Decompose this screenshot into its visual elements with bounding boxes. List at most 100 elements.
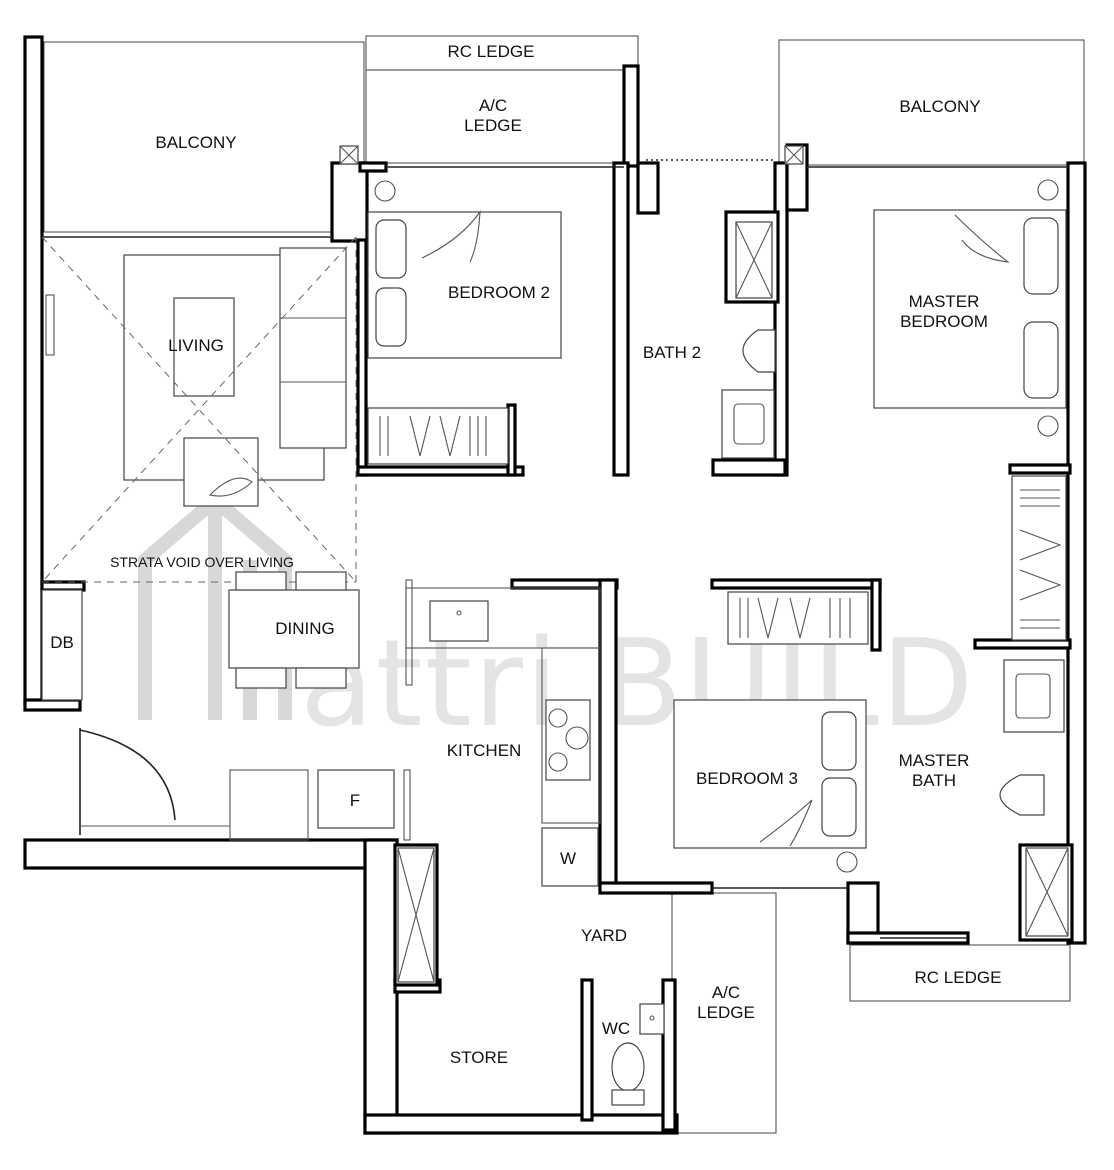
fan-coil-icon: [374, 180, 396, 202]
entrance-door-swing: [79, 729, 176, 821]
label-ac-ledge-bottom-2: LEDGE: [697, 1003, 755, 1022]
db-box: [41, 589, 83, 701]
sink-drain-icon: [649, 1015, 655, 1021]
wall-bed2-north: [358, 161, 388, 173]
shaft-cross-icon: [397, 847, 435, 983]
label-master-bath-1: MASTER: [899, 751, 970, 770]
wall-bed3-east: [870, 578, 882, 652]
fan-coil-icon: [1037, 415, 1059, 437]
label-db: DB: [50, 633, 74, 652]
label-living: LIVING: [168, 336, 224, 355]
blanket-fold-icon: [954, 214, 1010, 263]
living-window-sill: [45, 294, 55, 356]
label-wc: WC: [602, 1019, 630, 1038]
toilet-icon: [742, 329, 776, 373]
label-dining: DINING: [275, 619, 335, 638]
hangers-icon: [739, 597, 851, 639]
wardrobe-bedroom-3: [727, 591, 869, 645]
basin-master-bath: [1003, 659, 1065, 733]
label-washer: W: [560, 849, 576, 868]
wall-bed2-south: [356, 465, 525, 477]
wall-bed2-east: [506, 403, 517, 477]
label-rc-ledge-bottom: RC LEDGE: [915, 968, 1002, 987]
rc-ledge-bottom-outline: [849, 944, 1071, 1002]
sofa: [279, 247, 347, 449]
ac-units: [339, 145, 1059, 873]
wall-bath2-west: [612, 161, 630, 477]
basin-inner: [733, 403, 765, 445]
dining-chair: [295, 571, 347, 591]
wall-entry-corner: [23, 698, 82, 712]
label-balcony-right: BALCONY: [899, 97, 980, 116]
balcony-right-outline: [778, 39, 1085, 166]
shower-icon: [1025, 847, 1069, 937]
basin-inner: [1015, 673, 1051, 719]
blanket-fold-icon: [759, 799, 813, 847]
toilet-icon: [611, 1042, 645, 1092]
wall-west: [23, 35, 44, 707]
label-master-bath-2: BATH: [912, 771, 956, 790]
label-bedroom-3: BEDROOM 3: [696, 769, 798, 788]
wall-south-bottom: [363, 1113, 679, 1135]
label-store: STORE: [450, 1048, 508, 1067]
label-strata-void: STRATA VOID OVER LIVING: [110, 554, 294, 570]
wall-bed3-south: [598, 881, 714, 895]
label-master-bedroom-2: BEDROOM: [900, 312, 988, 331]
fan-coil-icon: [836, 851, 858, 873]
armchair: [183, 437, 259, 507]
wc-basin: [639, 1003, 665, 1035]
pillow-icon: [1023, 217, 1059, 295]
pillow-icon: [821, 711, 857, 771]
wall-wardrobe-south: [973, 638, 1072, 650]
pillow-icon: [821, 777, 857, 837]
label-fridge: F: [350, 791, 360, 810]
label-yard: YARD: [581, 926, 627, 945]
burner-icon: [565, 726, 589, 750]
washer-box: [541, 827, 599, 887]
wall-bath2-east: [773, 161, 789, 477]
wall-store-west: [363, 838, 399, 1135]
burner-icon: [548, 708, 568, 728]
fan-coil-icon: [339, 145, 359, 165]
wall-kitchen-east: [598, 578, 618, 892]
wall-db: [40, 580, 86, 592]
blanket-fold-icon: [421, 210, 481, 263]
dining-chair: [235, 667, 287, 689]
wardrobe-bedroom-2: [367, 407, 509, 465]
wall-bed2-pillar: [330, 161, 369, 243]
toilet-icon: [999, 774, 1045, 816]
basin-bath-2: [721, 389, 775, 459]
kitchen-sink: [429, 600, 489, 642]
label-master-bedroom-1: MASTER: [909, 292, 980, 311]
toilet-tank: [611, 1089, 645, 1106]
label-kitchen: KITCHEN: [447, 741, 522, 760]
hangers-icon: [379, 415, 487, 457]
balcony-left-outline: [43, 41, 365, 233]
wall-bed3-north: [710, 578, 882, 590]
wall-south-left: [23, 838, 399, 870]
plant-icon: [208, 477, 253, 497]
kitchen-counter-right: [541, 647, 601, 824]
wall-wc-east: [661, 978, 677, 1132]
fridge-box: [317, 769, 395, 829]
sink-drain-icon: [456, 610, 462, 616]
pillow-icon: [375, 219, 407, 279]
label-bath-2: BATH 2: [643, 343, 701, 362]
pillow-icon: [1023, 321, 1059, 399]
burner-icon: [548, 752, 568, 772]
coffee-table: [173, 297, 235, 397]
wall-bed2-west: [356, 238, 368, 477]
kitchen-door-jamb: [405, 579, 413, 686]
label-balcony-left: BALCONY: [155, 133, 236, 152]
wall-bath2-south: [711, 458, 787, 477]
wardrobe-master: [1011, 475, 1067, 641]
hangers-icon: [1019, 489, 1062, 629]
label-bedroom-2: BEDROOM 2: [448, 283, 550, 302]
label-ac-ledge-top-2: LEDGE: [464, 116, 522, 135]
wall-bath2-ne: [636, 161, 660, 215]
dining-chair: [235, 571, 287, 591]
label-ac-ledge-bottom-1: A/C: [712, 983, 740, 1002]
wall-wc-west: [580, 978, 594, 1122]
label-ac-ledge-top-1: A/C: [479, 96, 507, 115]
